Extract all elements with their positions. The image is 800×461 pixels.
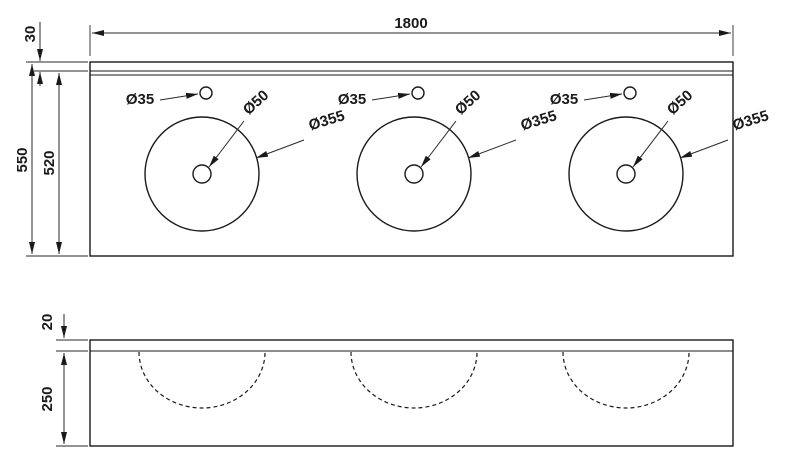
drain-dim-label: Ø50 [240,87,272,119]
sink-2: Ø35 Ø50 Ø355 [338,86,559,232]
bowl-dim-leader [255,139,305,159]
drain-hole-circle [404,164,424,184]
faucet-hole-circle [623,86,637,100]
height-dim-label: 250 [39,386,56,411]
sink-1: Ø35 Ø50 Ø355 [126,86,347,232]
bowl-dim-label: Ø355 [731,107,771,134]
drain-dim-label: Ø50 [664,87,696,119]
bowl-outline-hidden-3 [562,351,690,409]
cabinet-outline [89,339,734,447]
faucet-dim-leader [159,92,199,101]
bowl-dim-label: Ø355 [307,107,347,134]
sink-bowl-circle [356,116,472,232]
faucet-dim-label: Ø35 [338,91,366,108]
front-view-dimensions: 20 250 [39,314,88,447]
backsplash-dim-label: 30 [22,26,39,43]
faucet-hole-circle [411,86,425,100]
top-view-dimensions: 1800 30 550 520 [14,15,734,257]
sink-3: Ø35 Ø50 Ø355 [550,86,771,232]
front-view: 20 250 [39,314,734,447]
drain-hole-circle [616,164,636,184]
drain-hole-circle [192,164,212,184]
countertop-outline [89,61,734,257]
faucet-dim-label: Ø35 [550,91,578,108]
thickness-dim-label: 20 [39,314,56,331]
depth-dim-label: 550 [14,147,31,172]
drain-dim-leader [420,120,457,168]
bowl-outline-hidden-2 [350,351,478,409]
sink-bowl-circle [144,116,260,232]
faucet-dim-leader [583,92,623,101]
inner-depth-dim-label: 520 [41,150,58,175]
faucet-dim-leader [371,92,411,101]
drain-dim-leader [208,120,245,168]
bowl-outline-hidden-1 [138,351,266,409]
drain-dim-leader [632,120,669,168]
top-view: Ø35 Ø50 Ø355 Ø35 Ø50 Ø355 Ø35 Ø50 [14,15,771,257]
bowl-dim-label: Ø355 [519,107,559,134]
bowl-dim-leader [467,139,517,159]
sink-bowl-circle [568,116,684,232]
bowl-dim-leader [679,139,729,159]
width-dim-label: 1800 [394,15,427,32]
faucet-hole-circle [199,86,213,100]
faucet-dim-label: Ø35 [126,91,154,108]
drain-dim-label: Ø50 [452,87,484,119]
